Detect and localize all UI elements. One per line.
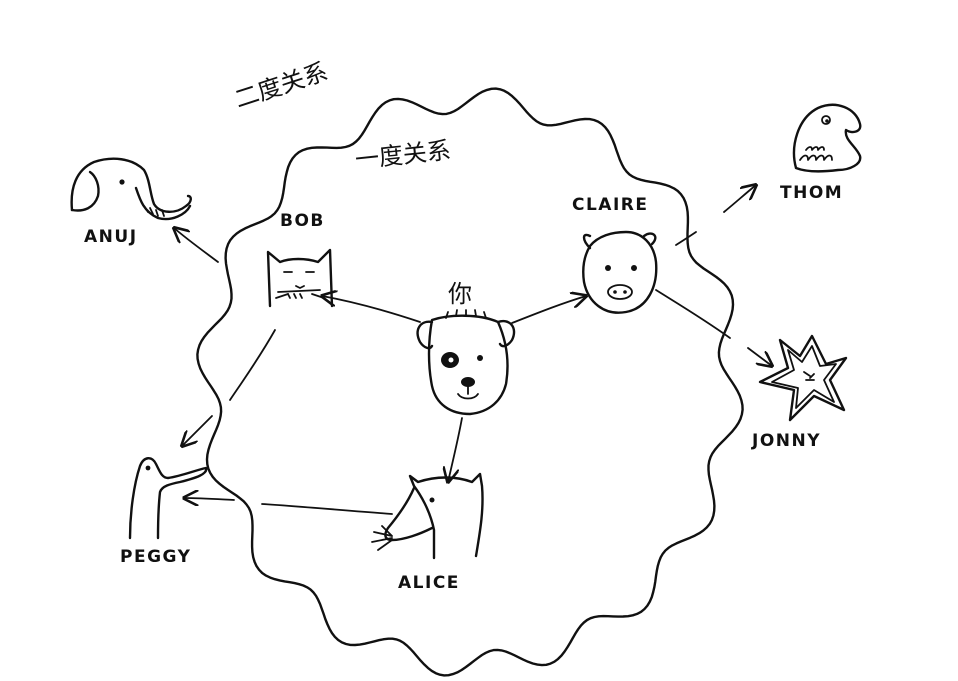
claire-node: CLAIRE (572, 195, 658, 314)
first-degree-boundary (196, 87, 744, 677)
claire-label: CLAIRE (572, 195, 649, 215)
thom-node: THOM (780, 103, 862, 203)
edge-claire-jonny-outer (747, 347, 772, 366)
alice-node: ALICE (371, 472, 484, 593)
bird-icon (128, 457, 208, 540)
edge-claire-thom-inner (675, 231, 697, 246)
elephant-icon (70, 157, 192, 221)
rat-icon (371, 472, 484, 560)
cat-icon (266, 248, 334, 308)
peggy-label: PEGGY (120, 547, 191, 567)
fish-icon (792, 103, 862, 173)
edge-claire-jonny-inner (655, 289, 731, 339)
second-degree-label: 二度关系 (231, 57, 331, 113)
edge-alice-peggy-outer (184, 498, 235, 500)
pig-icon (582, 230, 658, 314)
you-label: 你 (448, 280, 472, 308)
you-node: 你 (416, 280, 516, 416)
bob-node: BOB (266, 211, 334, 308)
edge-bob-anuj (174, 228, 219, 263)
starfish-icon (758, 334, 848, 422)
bob-label: BOB (280, 211, 325, 231)
anuj-label: ANUJ (84, 227, 138, 247)
peggy-node: PEGGY (120, 457, 208, 567)
thom-label: THOM (780, 183, 843, 203)
alice-label: ALICE (398, 573, 460, 593)
edge-bob-peggy (229, 329, 276, 401)
jonny-node: JONNY (751, 334, 848, 451)
edge-you-alice (448, 417, 463, 482)
edge-you-bob (322, 296, 421, 323)
dog-icon (416, 309, 516, 416)
edge-bob-peggy-outer (182, 415, 213, 446)
edge-you-claire (511, 296, 586, 324)
first-degree-label: 一度关系 (354, 136, 452, 174)
edge-alice-peggy-inner (261, 503, 393, 515)
edge-claire-thom-outer (723, 185, 756, 213)
edges (174, 185, 772, 515)
jonny-label: JONNY (751, 431, 821, 451)
anuj-node: ANUJ (70, 157, 192, 247)
